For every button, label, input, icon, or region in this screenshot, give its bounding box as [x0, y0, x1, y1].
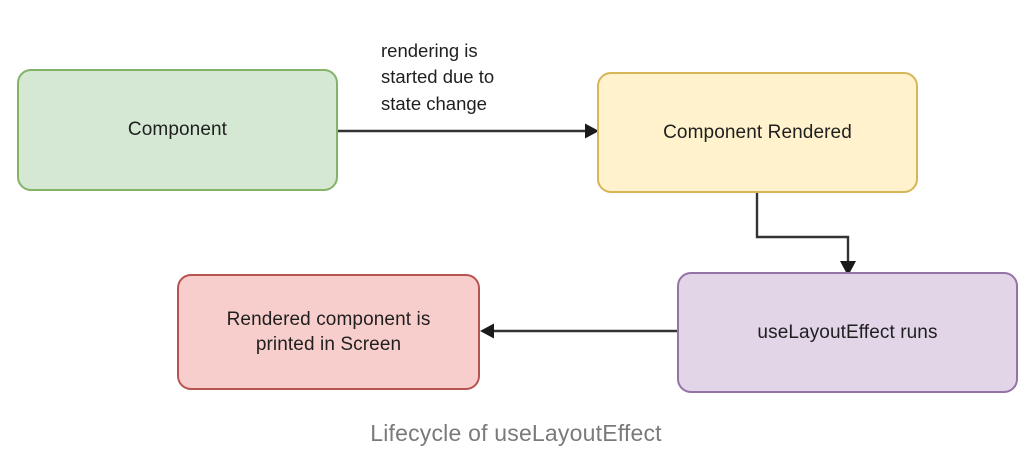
edge-uselayouteffect-to-printed [480, 323, 677, 339]
arrowhead-left-icon [480, 323, 494, 339]
node-rendered-printed[interactable]: Rendered component is printed in Screen [177, 274, 480, 390]
diagram-caption: Lifecycle of useLayoutEffect [370, 420, 662, 446]
edge-component-to-rendered [338, 123, 599, 139]
node-rendered-printed-label: Rendered component is printed in Screen [226, 308, 431, 355]
edge-rendered-to-uselayouteffect [755, 193, 856, 276]
node-component-rendered-label: Component Rendered [663, 121, 852, 143]
node-component[interactable]: Component [17, 69, 338, 191]
node-uselayouteffect-runs-label: useLayoutEffect runs [757, 321, 938, 343]
node-uselayouteffect-runs[interactable]: useLayoutEffect runs [677, 272, 1018, 393]
node-component-label: Component [127, 119, 228, 141]
node-component-rendered[interactable]: Component Rendered [597, 72, 918, 193]
edge-label-state-change: rendering is started due to state change [381, 40, 495, 114]
